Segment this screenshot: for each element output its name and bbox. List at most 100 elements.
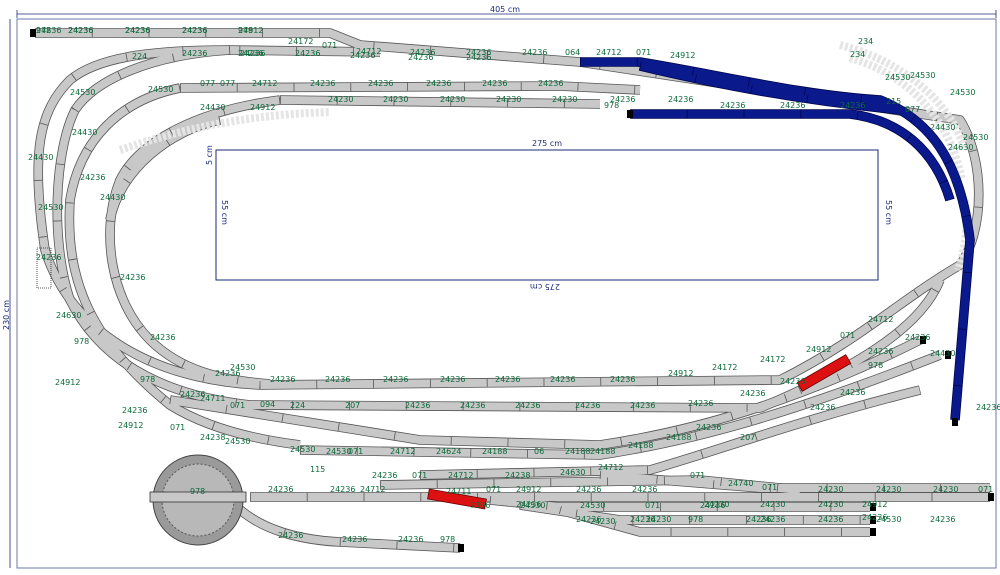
siding-2: [519, 501, 870, 524]
track-piece-label: 24236: [550, 375, 575, 384]
track-piece-label: 24230: [328, 95, 353, 104]
track-piece-label: 24630: [948, 143, 973, 152]
yard-track-1: [169, 336, 922, 449]
track-piece-label: 24530: [290, 445, 315, 454]
track-piece-label: 071: [762, 483, 777, 492]
track-piece-label: 24912: [118, 421, 143, 430]
track-piece-label: 24238: [505, 471, 530, 480]
tunnel-portal: [36, 247, 52, 289]
track-piece-label: 077: [220, 79, 235, 88]
inner-bottom-label: 275 cm: [530, 282, 560, 291]
bumper: [627, 110, 633, 118]
track-piece-label: 24236: [668, 95, 693, 104]
track-piece-label: 24530: [910, 71, 935, 80]
track-piece-label: 24236: [325, 375, 350, 384]
track-piece-label: 24530: [885, 73, 910, 82]
track-piece-label: 24624: [436, 447, 461, 456]
track-piece-label: 077: [905, 105, 920, 114]
track-piece-label: 24236: [398, 535, 423, 544]
track-piece-label: 24230: [760, 500, 785, 509]
track-piece-label: 24530: [230, 363, 255, 372]
track-piece-label: 071: [690, 471, 705, 480]
track-piece-label: 24230: [818, 500, 843, 509]
track-piece-label: 24236: [350, 51, 375, 60]
track-piece-label: 24236: [125, 26, 150, 35]
track-piece-label: 094: [260, 400, 275, 409]
track-piece-label: 24236: [976, 403, 1000, 412]
track-piece-label: 24912: [862, 500, 887, 509]
track-piece-label: 24236: [80, 173, 105, 182]
track-piece-label: 071: [645, 501, 660, 510]
track-piece-label: 071: [322, 41, 337, 50]
track-piece-label: 24430: [930, 123, 955, 132]
track-piece-label: 24236: [368, 79, 393, 88]
track-piece-label: 24236: [150, 333, 175, 342]
track-piece-label: 24172: [760, 355, 785, 364]
track-piece-label: 24230: [440, 95, 465, 104]
turntable-bridge: [149, 491, 247, 503]
track-piece-label: 24236: [295, 49, 320, 58]
track-piece-label: 24236: [780, 377, 805, 386]
track-piece-label: 24230: [496, 95, 521, 104]
track-piece-label: 24912: [55, 378, 80, 387]
track-piece-label: 24236: [330, 485, 355, 494]
track-piece-label: 24712: [390, 447, 415, 456]
track-piece-label: 24236: [522, 48, 547, 57]
track-piece-label: 24230: [933, 485, 958, 494]
track-piece-label: 24236: [36, 26, 61, 35]
track-piece-label: 071: [636, 48, 651, 57]
overall-height-label: 230 cm: [2, 300, 11, 330]
track-piece-label: 24236: [516, 500, 541, 509]
overall-dimensions: [9, 10, 997, 568]
track-piece-label: 24430: [200, 103, 225, 112]
track-piece-label: 24912: [806, 345, 831, 354]
track-piece-label: 234: [858, 37, 873, 46]
track-piece-label: 978: [140, 375, 155, 384]
track-piece-label: 24530: [38, 203, 63, 212]
track-piece-label: 978: [36, 26, 51, 35]
track-piece-label: 24236: [268, 485, 293, 494]
track-piece-label: 24236: [576, 515, 601, 524]
hidden-track-top-2: [848, 54, 966, 181]
bumper: [870, 503, 876, 511]
track-piece-label: 24236: [405, 401, 430, 410]
bumper: [952, 418, 958, 426]
track-piece-label: 24912: [516, 485, 541, 494]
track-piece-label: 24230: [876, 485, 901, 494]
track-piece-label: 215: [886, 97, 901, 106]
turntable: [149, 454, 247, 546]
track-piece-label: 24430: [72, 128, 97, 137]
track-piece-label: 071: [978, 485, 993, 494]
track-piece-label: 24236: [905, 333, 930, 342]
track-piece-label: 24230: [646, 515, 671, 524]
track-piece-label: 24912: [670, 51, 695, 60]
track-piece-label: 207: [740, 433, 755, 442]
track-piece-label: 24236: [810, 403, 835, 412]
hidden-track-mid: [118, 108, 331, 154]
track-piece-label: 24912: [668, 369, 693, 378]
turntable-lead: [232, 502, 461, 552]
track-piece-label: 224: [290, 401, 305, 410]
siding-3: [558, 506, 870, 536]
track-piece-label: 7396: [470, 501, 490, 510]
track-piece-label: 24172: [288, 37, 313, 46]
bumper-layer: [30, 29, 994, 552]
bumper: [30, 29, 36, 37]
track-piece-label: 24236: [780, 101, 805, 110]
track-piece-label: 24530: [580, 501, 605, 510]
layout-frame: [16, 18, 997, 569]
track-piece-label: 077: [200, 79, 215, 88]
highlighted-track-layer: [580, 57, 975, 421]
track-piece-label: 24530: [950, 88, 975, 97]
inner-loop-track: [106, 96, 601, 388]
track-piece-label: 24236: [538, 79, 563, 88]
track-piece-label: 24236: [840, 101, 865, 110]
track-piece-label: 24188: [565, 447, 590, 456]
inner-top-label: 275 cm: [532, 139, 562, 148]
track-piece-label: 978: [74, 337, 89, 346]
track-piece-label: 24430: [930, 349, 955, 358]
second-loop-track: [53, 46, 944, 412]
track-piece-label: 24236: [182, 26, 207, 35]
